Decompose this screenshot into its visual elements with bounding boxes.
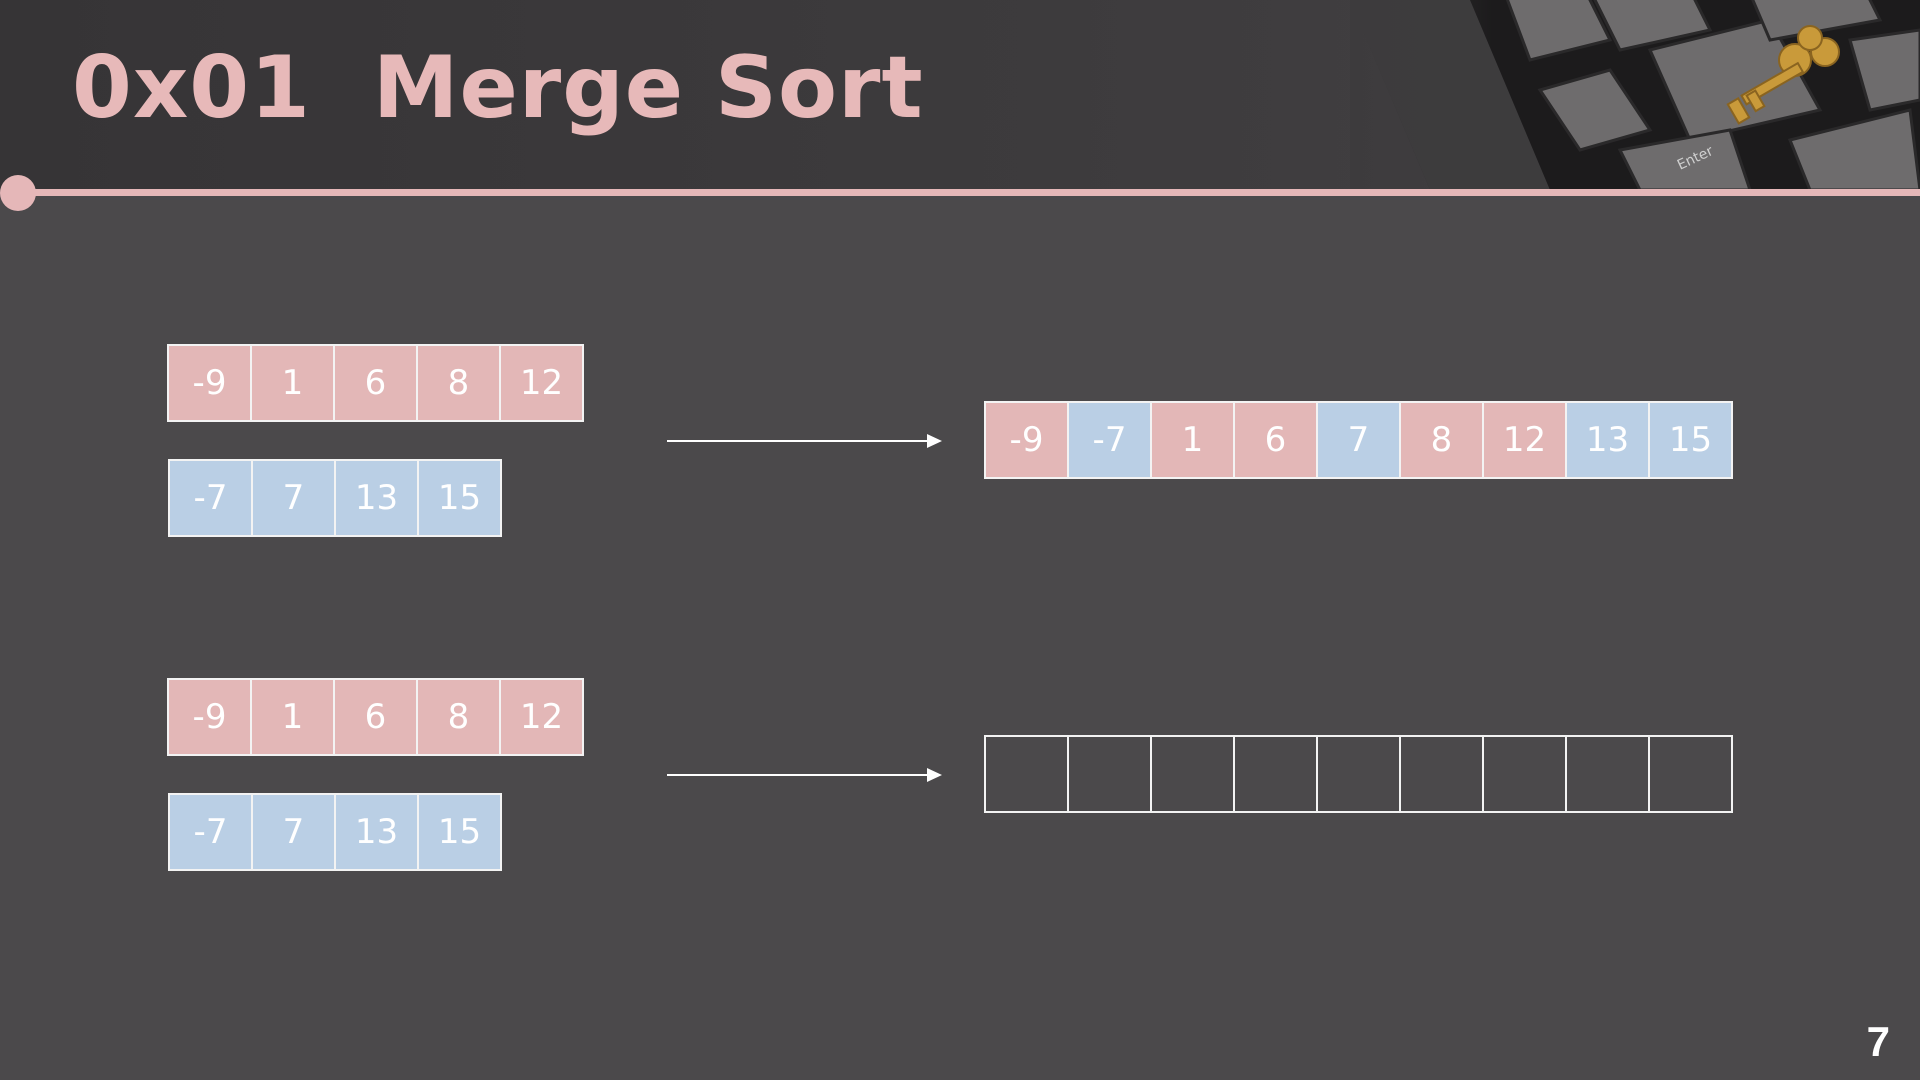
array-cell: -9 xyxy=(169,346,250,420)
bottom-merged-array xyxy=(984,735,1733,813)
array-cell: 8 xyxy=(418,680,499,754)
keyboard-key-photo: Enter xyxy=(1350,0,1920,190)
array-cell: 15 xyxy=(1650,403,1731,477)
right-arrow-icon xyxy=(667,768,942,782)
array-cell: -7 xyxy=(170,461,251,535)
array-cell: 7 xyxy=(253,461,334,535)
slide-title: 0x01 Merge Sort xyxy=(72,38,924,138)
array-cell: -7 xyxy=(1069,403,1150,477)
array-cell: 12 xyxy=(501,346,582,420)
empty-array-slot xyxy=(1401,737,1482,811)
empty-array-slot xyxy=(1567,737,1648,811)
array-cell: 1 xyxy=(1152,403,1233,477)
array-cell: 6 xyxy=(335,346,416,420)
array-cell: -9 xyxy=(169,680,250,754)
array-cell: 13 xyxy=(1567,403,1648,477)
array-cell: 6 xyxy=(1235,403,1316,477)
empty-array-slot xyxy=(1069,737,1150,811)
array-cell: 15 xyxy=(419,461,500,535)
array-cell: 8 xyxy=(1401,403,1482,477)
page-number: 7 xyxy=(1866,1018,1890,1065)
empty-array-slot xyxy=(1650,737,1731,811)
array-cell: 12 xyxy=(1484,403,1565,477)
right-arrow-icon xyxy=(667,434,942,448)
slide-header: 0x01 Merge Sort Enter xyxy=(0,0,1920,190)
array-cell: 12 xyxy=(501,680,582,754)
empty-array-slot xyxy=(1484,737,1565,811)
array-cell: -7 xyxy=(170,795,251,869)
array-cell: 6 xyxy=(335,680,416,754)
array-cell: 13 xyxy=(336,461,417,535)
empty-array-slot xyxy=(1152,737,1233,811)
array-cell: -9 xyxy=(986,403,1067,477)
array-cell: 8 xyxy=(418,346,499,420)
title-rule xyxy=(18,189,1920,196)
empty-array-slot xyxy=(1235,737,1316,811)
array-cell: 7 xyxy=(253,795,334,869)
empty-array-slot xyxy=(1318,737,1399,811)
array-cell: 15 xyxy=(419,795,500,869)
array-cell: 7 xyxy=(1318,403,1399,477)
array-cell: 1 xyxy=(252,346,333,420)
array-cell: 13 xyxy=(336,795,417,869)
empty-array-slot xyxy=(986,737,1067,811)
array-cell: 1 xyxy=(252,680,333,754)
